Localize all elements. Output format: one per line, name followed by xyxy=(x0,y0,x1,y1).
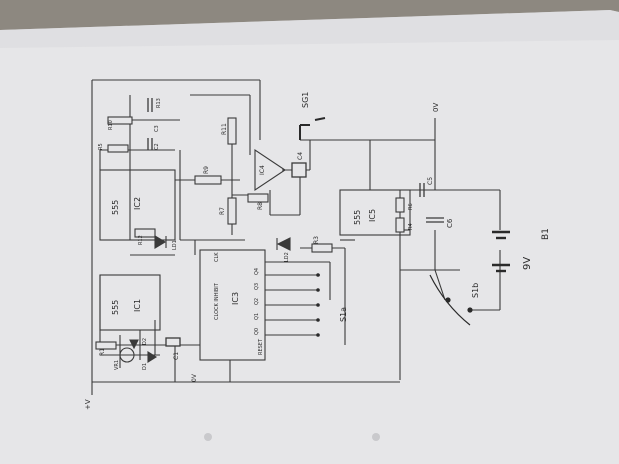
diode-d2 xyxy=(129,339,139,350)
output-q4: Q4 xyxy=(254,268,260,275)
led-ld2 xyxy=(276,237,291,251)
resistor-r13 xyxy=(311,243,333,253)
label-r1: R1 xyxy=(99,348,106,356)
label-battery-ref: B1 xyxy=(541,228,551,240)
battery-b1 xyxy=(492,230,510,273)
diode-d1 xyxy=(147,351,158,363)
ic5-body xyxy=(339,189,411,236)
resistor-r9 xyxy=(194,175,222,185)
label-switch-s1a: S1a xyxy=(339,307,348,322)
ic2-ref: IC2 xyxy=(133,197,142,210)
resistor-r1 xyxy=(95,341,117,350)
punch-hole xyxy=(204,433,212,441)
label-r4: R4 xyxy=(408,223,414,230)
punch-hole xyxy=(372,433,380,441)
ic3-function: CLOCK INHIBIT xyxy=(214,282,220,320)
ic3-body xyxy=(199,249,266,361)
label-c3: C3 xyxy=(154,125,160,132)
potentiometer-vr1 xyxy=(119,347,135,363)
ic4-ref: IC4 xyxy=(259,165,266,175)
label-r7: R7 xyxy=(219,207,226,215)
switch-s1a xyxy=(316,273,320,337)
label-r6: R6 xyxy=(408,203,414,210)
resistor-r7 xyxy=(227,197,237,225)
resistor-r6 xyxy=(395,197,405,213)
ic4-opamp xyxy=(254,148,286,192)
label-r3: R3 xyxy=(313,236,320,244)
ic3-clk: CLK xyxy=(214,252,220,262)
resistor-r11 xyxy=(227,117,237,145)
label-ld2: LD2 xyxy=(284,252,290,262)
label-c6: C6 xyxy=(446,218,454,228)
label-speaker: SG1 xyxy=(301,92,310,108)
ic2-body xyxy=(99,169,176,241)
label-ld1: LD1 xyxy=(172,240,178,250)
label-c4: C4 xyxy=(297,152,304,160)
label-r13: R13 xyxy=(156,98,162,108)
paper-sheet xyxy=(0,10,619,464)
label-battery-volts: 9V xyxy=(522,257,533,270)
label-vr1: VR1 xyxy=(114,360,120,370)
label-r9: R9 xyxy=(203,166,210,174)
resistor-r10 xyxy=(107,116,133,125)
label-plus-v: +V xyxy=(84,399,92,410)
led-ld1 xyxy=(154,235,167,249)
label-r10: R10 xyxy=(108,120,114,130)
output-q3: Q3 xyxy=(254,283,260,290)
label-r12: R12 xyxy=(138,235,144,245)
label-r11: R11 xyxy=(221,123,228,135)
label-c1: C1 xyxy=(173,352,180,360)
label-c5: C5 xyxy=(427,177,434,185)
resistor-r4 xyxy=(395,217,405,233)
output-q1: Q1 xyxy=(254,313,260,320)
switch-s1b xyxy=(429,274,473,326)
label-d2: D2 xyxy=(142,338,148,345)
resistor-r5 xyxy=(107,144,129,153)
label-0v: 0V xyxy=(432,103,440,112)
resistor-r8 xyxy=(247,193,269,203)
ic2-name: 555 xyxy=(111,200,120,215)
label-r5: R5 xyxy=(98,143,104,150)
label-0v-bottom: 0V xyxy=(191,373,198,382)
ic1-ref: IC1 xyxy=(133,299,142,312)
ic5-ref: IC5 xyxy=(368,209,377,222)
label-c2: C2 xyxy=(154,143,160,150)
capacitor-c1 xyxy=(165,337,181,347)
speaker-sg1 xyxy=(299,117,326,140)
ic1-name: 555 xyxy=(111,300,120,315)
output-q2: Q2 xyxy=(254,298,260,305)
ic5-name: 555 xyxy=(353,210,362,225)
capacitor-c4 xyxy=(291,162,307,178)
ic3-reset: RESET xyxy=(258,338,264,355)
ic1-body xyxy=(99,274,161,331)
label-r8: R8 xyxy=(257,202,264,210)
paper-shadow xyxy=(0,10,619,48)
ic3-ref: IC3 xyxy=(231,292,240,305)
label-d1: D1 xyxy=(142,363,148,370)
label-switch-s1b: S1b xyxy=(471,283,480,298)
resistor-r12 xyxy=(134,228,156,238)
output-q0: Q0 xyxy=(254,328,260,335)
